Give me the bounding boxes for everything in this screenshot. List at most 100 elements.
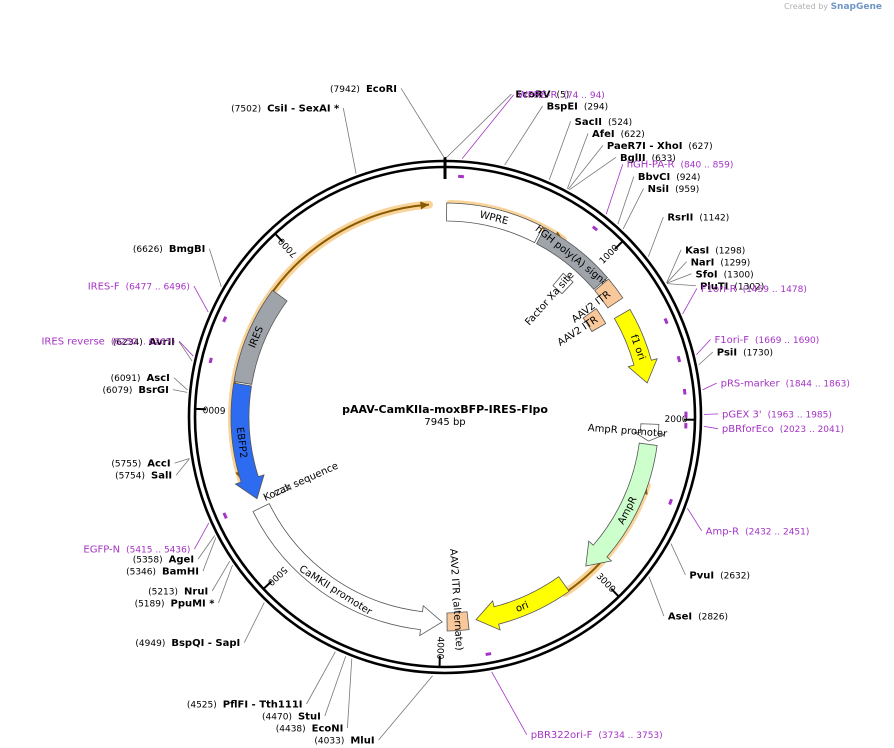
primer-range: (5415 .. 5436) <box>126 546 190 556</box>
site-label-kasi: KasI(1298) <box>685 245 745 256</box>
site-leader <box>324 656 347 717</box>
feature-aav2-itr <box>582 308 607 333</box>
primer-leader <box>178 340 194 357</box>
primer-range: (840 .. 859) <box>681 161 734 171</box>
primer-bind-mark <box>676 355 682 363</box>
tick-mark <box>614 240 624 250</box>
site-position: (6091) <box>111 374 141 384</box>
site-name: PaeR7I - XhoI <box>607 141 683 152</box>
site-label-stui: (4470) StuI <box>262 712 321 723</box>
site-label-pflfi-tth111i: (4525)PflFI - Tth111I <box>187 700 303 711</box>
plasmid-name: pAAV-CamKIIa-moxBFP-IRES-Flpo <box>342 403 548 416</box>
site-name: BspQI - SapI <box>171 638 240 649</box>
site-leader <box>175 458 190 476</box>
tick-mark <box>610 588 620 598</box>
tick-mark <box>262 580 273 590</box>
site-position: (6234) <box>113 338 143 348</box>
site-leader <box>243 602 265 643</box>
site-name: PsiI <box>717 347 737 358</box>
site-position: (1302) <box>734 282 764 292</box>
feature-aav2-itr <box>594 278 624 309</box>
site-leader <box>400 88 445 159</box>
site-name: EcoNI <box>312 724 344 735</box>
primer-label-pgex-3: pGEX 3'(1963 .. 1985) <box>722 409 832 420</box>
site-name: BamHI <box>162 567 199 578</box>
primer-label-wpre-r: WPRE-R (74 .. 94) <box>518 90 605 101</box>
orf-arc <box>257 203 430 315</box>
site-name: StuI <box>298 712 321 723</box>
site-position: (959) <box>675 185 699 195</box>
primer-name: pRS-marker <box>721 379 781 390</box>
site-leader <box>202 537 217 572</box>
site-leader <box>566 133 589 189</box>
primer-name: IRES-F <box>88 282 120 293</box>
feature-label: AAV2 ITR (alternate) <box>447 548 464 651</box>
plasmid-length: 7945 bp <box>424 417 465 428</box>
primer-bind-mark <box>663 317 669 325</box>
primer-label-pbr322ori-f: pBR322ori-F(3734 .. 3753) <box>531 730 663 741</box>
site-leader <box>617 176 635 225</box>
primer-leader <box>194 522 210 550</box>
site-position: (5346) <box>126 568 156 578</box>
feature-f1-ori <box>613 308 658 384</box>
site-label-ecorv: EcoRV(5) <box>515 90 569 101</box>
site-label-nsii: NsiI (959) <box>648 184 700 195</box>
site-position: (4438) <box>276 725 306 735</box>
site-name: PluTI <box>700 281 728 292</box>
primer-label-ires-reverse: IRES reverse(6250 .. 6267) <box>41 337 175 348</box>
site-leader <box>306 651 336 705</box>
primer-range: (2023 .. 2041) <box>780 425 844 435</box>
site-leader <box>211 560 231 592</box>
feature-ampr-promoter <box>634 423 665 442</box>
primer-bind-mark <box>222 512 228 519</box>
primer-name: pBRforEco <box>722 424 774 435</box>
feature-label: CaMKII promoter <box>297 564 374 619</box>
primer-layer: WPRE-R(74 .. 94)hGH-PA-R(840 .. 859)F1or… <box>41 90 849 741</box>
map-center-label: pAAV-CamKIIa-moxBFP-IRES-Flpo 7945 bp <box>342 403 548 428</box>
primer-range: (74 .. 94) <box>563 91 604 101</box>
site-leader <box>218 564 233 604</box>
site-leader <box>197 535 216 560</box>
site-position: (633) <box>652 154 676 164</box>
site-leader <box>698 351 714 366</box>
site-label-nrui: (5213)NruI <box>148 586 208 597</box>
site-label-nari: NarI(1299) <box>691 257 751 268</box>
site-name: SacII <box>575 117 602 128</box>
site-leader <box>670 543 686 576</box>
site-label-afei: AfeI(622) <box>592 129 645 140</box>
orf-glow <box>254 200 434 318</box>
site-position: (7502) <box>231 104 261 114</box>
site-name: KasI <box>685 245 709 256</box>
site-label-bsrgi: (6079)BsrGI <box>102 385 168 396</box>
site-position: (5358) <box>133 556 163 566</box>
site-name: AfeI <box>592 129 615 140</box>
site-name: BspEI <box>547 102 578 113</box>
site-name: RsrII <box>667 213 693 224</box>
site-label-bbvci: BbvCI(924) <box>638 172 701 183</box>
site-name: AccI <box>147 459 170 470</box>
site-position: (4470) <box>262 713 292 723</box>
primer-name: WPRE-R <box>518 90 558 101</box>
site-position: (524) <box>608 118 632 128</box>
site-label-bamhi: (5346) BamHI <box>126 567 199 578</box>
site-position: (1300) <box>724 270 754 280</box>
primer-range: (6477 .. 6496) <box>126 283 190 293</box>
primer-bind-mark <box>682 388 687 395</box>
primer-label-amp-r: Amp-R(2432 .. 2451) <box>706 526 810 537</box>
site-name: NsiI <box>648 184 669 195</box>
site-label-rsrii: RsrII(1142) <box>667 213 729 224</box>
site-label-pvui: PvuI(2632) <box>689 570 750 581</box>
primer-label-prs-marker: pRS-marker(1844 .. 1863) <box>721 379 850 390</box>
plasmid-backbone <box>187 157 703 675</box>
site-label-bspei: BspEI (294) <box>547 102 609 113</box>
site-label-psii: PsiI(1730) <box>717 347 773 358</box>
site-label-econi: (4438) EcoNI <box>276 724 344 735</box>
primer-bind-mark <box>222 316 228 323</box>
feature-label: EBFP2 <box>234 427 249 459</box>
feature-ampr <box>585 442 658 567</box>
primer-leader <box>682 288 698 315</box>
tick-label: 4000 <box>434 636 445 659</box>
site-label-mlui: (4033)MluI <box>314 736 374 747</box>
feature-ires <box>233 289 288 385</box>
site-position: (294) <box>584 103 608 113</box>
